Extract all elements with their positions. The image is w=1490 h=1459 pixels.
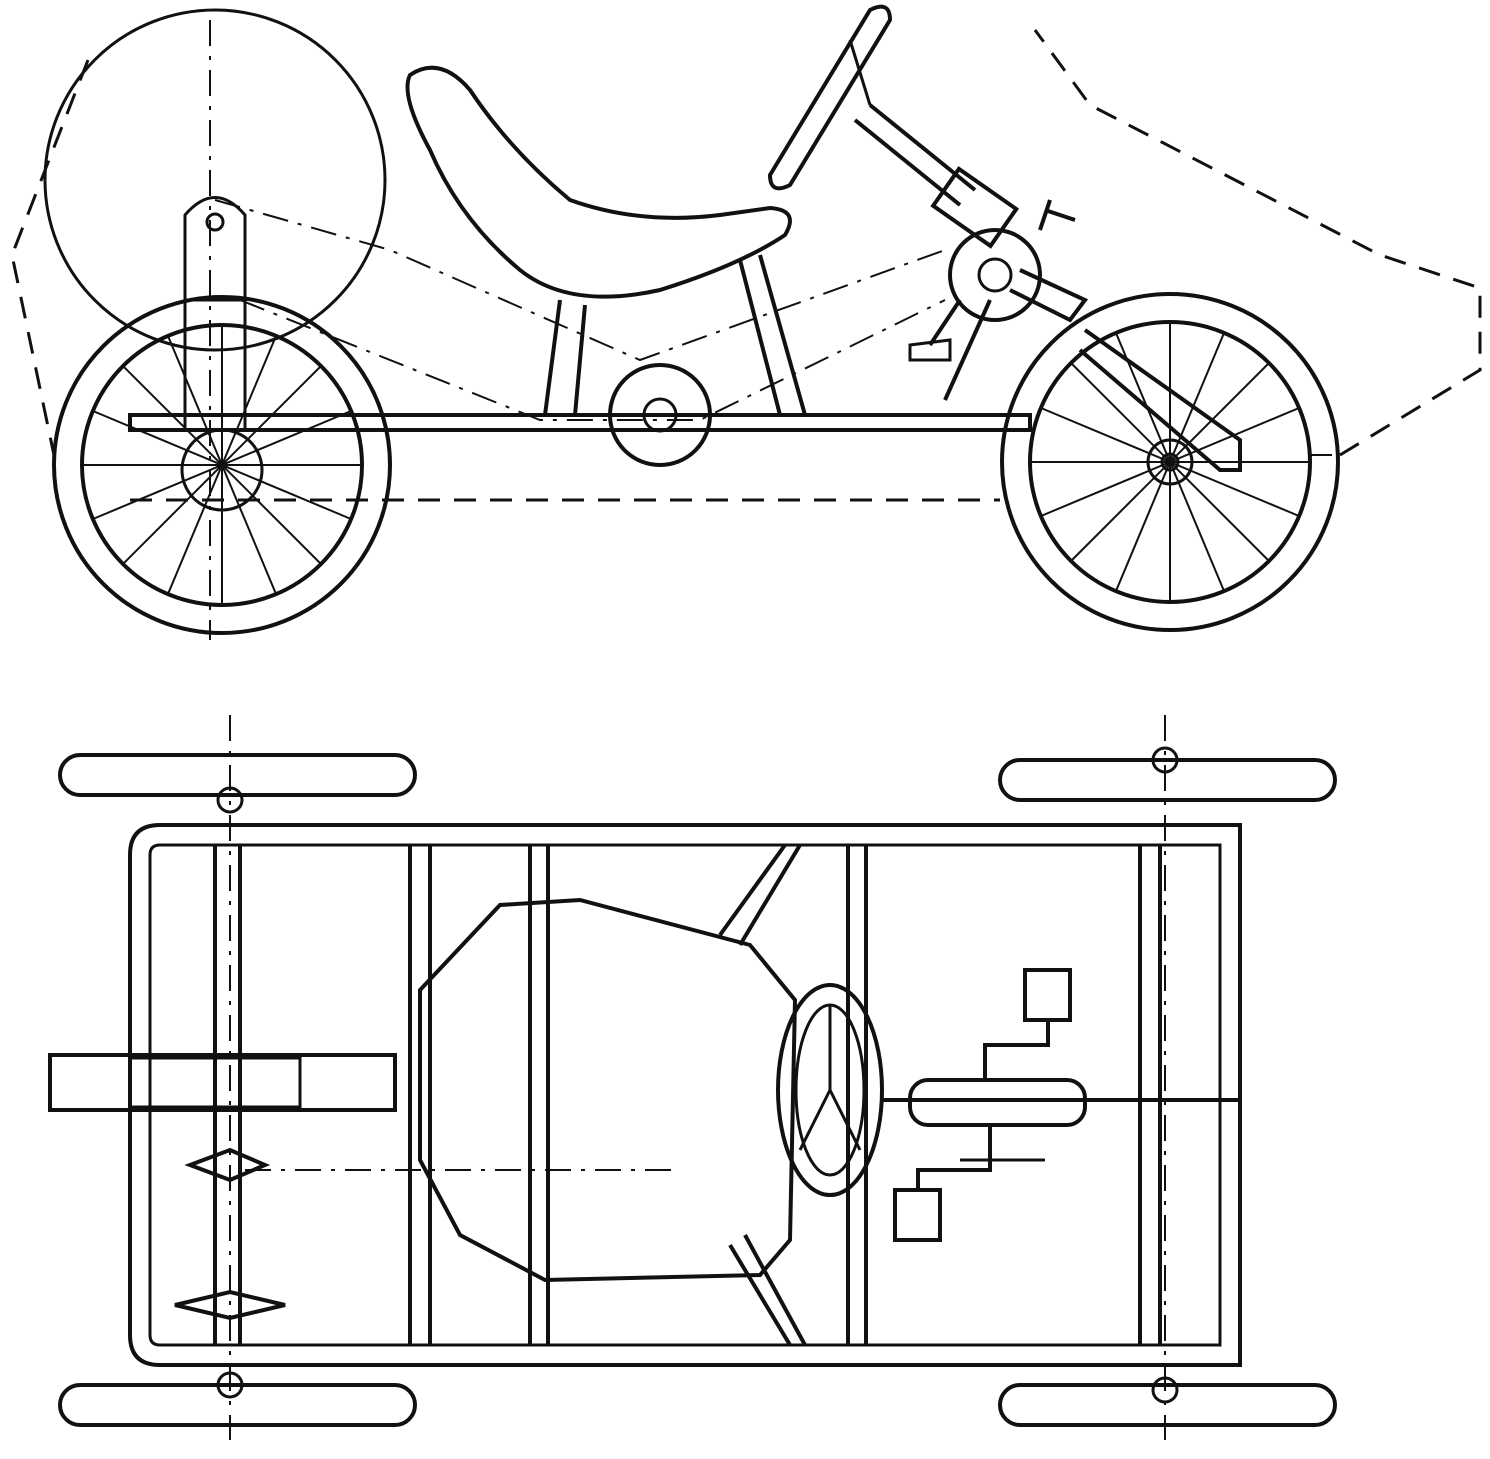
flywheel-disc [43,8,387,352]
steering-wheel [767,4,893,191]
frame-outline [128,823,1242,1367]
wheel-rear-bottom [58,1383,417,1427]
rear-post [183,196,247,432]
seat-top [418,897,798,1283]
wheel-front-bottom [998,1383,1337,1427]
front-fork [1078,328,1242,472]
pedal-crank [908,166,1089,401]
diagonal-brace [718,843,807,1347]
side-view [10,4,1482,640]
wheel-rear-top [58,753,417,797]
seat-support [543,254,807,416]
body-outline-dashed [10,29,1482,502]
rear-sprocket [174,1147,286,1321]
frame-rail [128,413,1032,432]
steering-wheel-top [776,983,884,1197]
pedal-assembly-top [880,968,1240,1242]
axle-hubs [216,746,1179,1404]
flywheel-top [48,1053,397,1112]
cross-members [213,845,1162,1345]
top-view [48,715,1337,1440]
chain-line [214,199,946,362]
chain-line-lower [239,299,946,421]
frame-inner [148,843,1222,1347]
wheel-front-top [998,758,1337,802]
rear-wheel [52,295,392,635]
center-sprocket [608,363,712,467]
steering-column [853,103,977,207]
front-wheel [1000,292,1340,632]
seat [405,65,792,299]
